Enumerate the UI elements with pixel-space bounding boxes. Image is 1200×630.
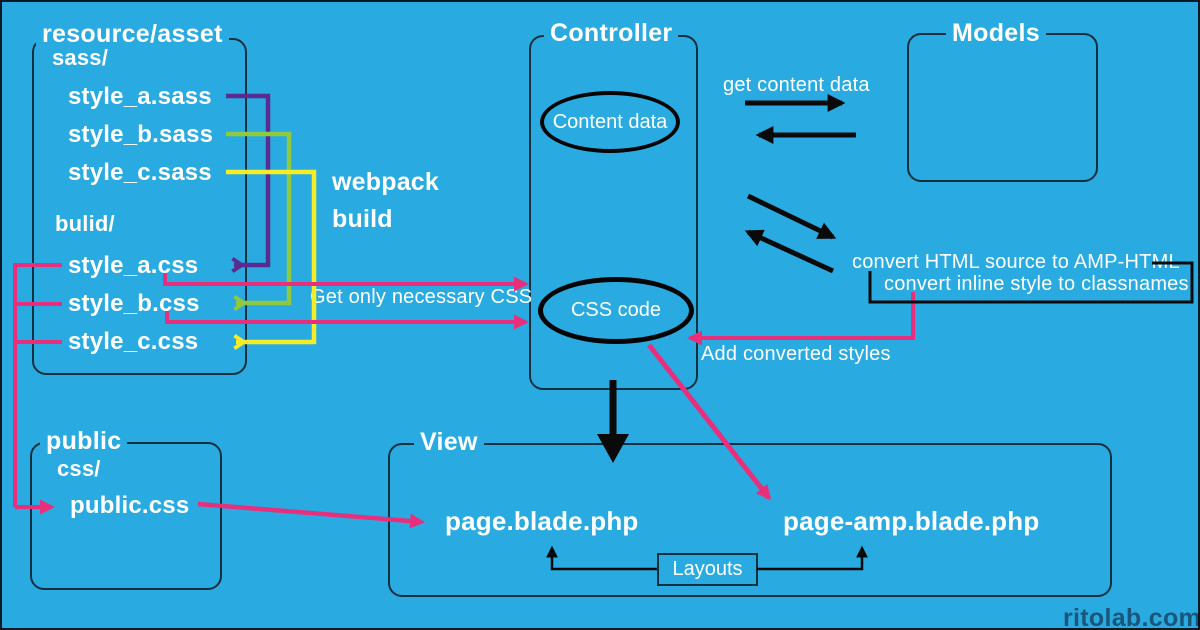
css-code-label: CSS code <box>570 299 662 321</box>
models-box-title: Models <box>946 19 1046 48</box>
watermark-text: ritolab.com <box>1063 604 1200 630</box>
resource-asset-box-title: resource/asset <box>36 20 229 49</box>
sass-file-a: style_a.sass <box>68 83 212 110</box>
public-css-file: public.css <box>70 492 190 519</box>
content-data-ellipse: Content data <box>540 91 680 153</box>
sass-file-b: style_b.sass <box>68 121 214 148</box>
page-amp-blade-file: page-amp.blade.php <box>783 506 1040 536</box>
convert-inline-label: convert inline style to classnames <box>884 273 1189 295</box>
controller-box-title: Controller <box>544 19 679 48</box>
models-box <box>907 33 1098 182</box>
webpack-label-line1: webpack <box>332 168 440 196</box>
css-file-c: style_c.css <box>68 328 199 355</box>
get-content-data-label: get content data <box>723 74 870 96</box>
webpack-label-line2: build <box>332 205 393 233</box>
sass-folder-label: sass/ <box>52 45 109 70</box>
public-box-title: public <box>40 427 128 456</box>
page-blade-file: page.blade.php <box>445 506 639 536</box>
view-box-title: View <box>414 428 484 457</box>
arrow-to-converter <box>746 193 837 240</box>
public-css-folder-label: css/ <box>57 456 101 481</box>
arrow-from-converter <box>744 229 835 274</box>
css-code-ellipse: CSS code <box>538 277 694 344</box>
layouts-box: Layouts <box>657 553 758 586</box>
css-file-b: style_b.css <box>68 290 200 317</box>
wire-convert-to-css-code <box>687 292 915 346</box>
css-file-a: style_a.css <box>68 252 199 279</box>
convert-html-label: convert HTML source to AMP-HTML <box>852 251 1180 273</box>
sass-file-c: style_c.sass <box>68 159 212 186</box>
layouts-label: Layouts <box>672 558 743 580</box>
build-folder-label: bulid/ <box>55 211 115 236</box>
get-only-necessary-css-label: Get only necessary CSS <box>310 286 533 308</box>
content-data-label: Content data <box>552 110 668 133</box>
add-converted-styles-label: Add converted styles <box>701 343 891 365</box>
